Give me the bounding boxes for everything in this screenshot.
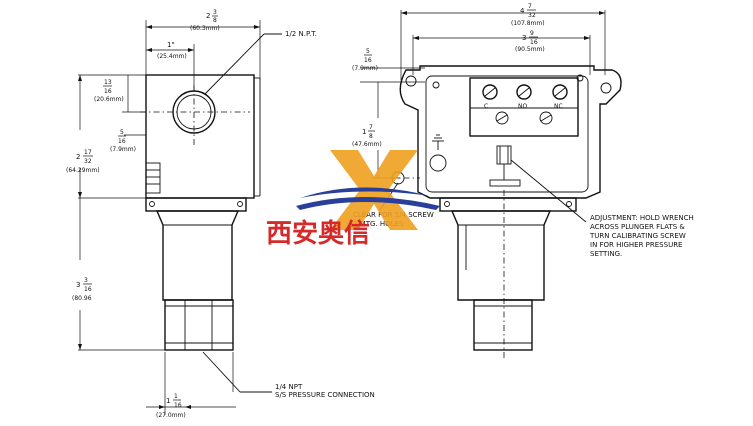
terminal-c: C: [482, 84, 498, 110]
dim-3-3-16-num: 3: [84, 277, 88, 284]
terminal-nc: NC: [552, 84, 568, 110]
terminal-nc-label: NC: [554, 103, 563, 110]
terminal-no-label: NO: [518, 103, 527, 110]
dim-1-7-8-mm: (47.6mm): [352, 141, 382, 148]
dim-total-num: 3: [213, 9, 217, 16]
dim-r-5-16-mm: (7.9mm): [352, 65, 378, 72]
adjustment-line-4: IN FOR HIGHER PRESSURE: [590, 241, 682, 249]
plunger: [496, 145, 512, 165]
dim-5-16-den: 16: [118, 138, 126, 145]
dim-3-9-16-whole: 3: [522, 34, 526, 42]
pressure-fitting: [164, 299, 234, 351]
clearance-label-2: 2 MTG. HOLES: [353, 220, 404, 228]
terminal-block: [469, 77, 579, 137]
watermark-logo: 西安奥信: [266, 150, 440, 249]
terminal-c-label: C: [484, 103, 488, 110]
dim-2-17-32-den: 32: [84, 158, 92, 165]
left-view: 2 3 8 (60.3mm) 1" (25.4mm) 1/2 N.P.T.: [66, 9, 375, 419]
dim-13-16-num: 13: [104, 79, 112, 86]
dim-total-den: 8: [213, 17, 217, 24]
adjustment-line-2: ACROSS PLUNGER FLATS &: [590, 223, 685, 231]
housing-body: [145, 74, 255, 199]
adjustment-line-1: ADJUSTMENT: HOLD WRENCH: [590, 214, 694, 222]
base-flange: [145, 197, 247, 212]
dim-total-mm: (60.3mm): [190, 25, 220, 32]
dim-4-7-32-whole: 4: [520, 7, 525, 15]
dim-5-16-num: 5: [120, 129, 124, 136]
dim-2-17-32-num: 17: [84, 149, 92, 156]
adjustment-line-5: SETTING.: [590, 250, 622, 258]
right-pressure-fitting: [473, 299, 533, 351]
ground-screw: [429, 154, 447, 172]
mounting-hole-right: [600, 82, 612, 94]
pressure-label-2: S/S PRESSURE CONNECTION: [275, 391, 375, 399]
adjustment-line-3: TURN CALIBRATING SCREW: [589, 232, 686, 240]
dim-r-5-16-num: 5: [366, 48, 370, 55]
dim-3-3-16-den: 16: [84, 286, 92, 293]
mounting-hole-top: [405, 75, 417, 87]
dim-total-whole: 2: [206, 12, 210, 20]
enclosure-outline: [399, 65, 622, 199]
dim-r-5-16-den: 16: [364, 57, 372, 64]
dim-1-1-16-whole: 1: [166, 397, 170, 405]
dim-1-7-8-den: 8: [369, 133, 373, 140]
dim-4-7-32-den: 32: [528, 12, 536, 19]
right-view: 4 7 32 (107.8mm) 3 9 16 (90.5mm) 5 16 (7…: [352, 3, 694, 358]
dim-1-1-16-num: 1: [174, 393, 178, 400]
dim-13-16-den: 16: [104, 88, 112, 95]
adjustment-note: ADJUSTMENT: HOLD WRENCH ACROSS PLUNGER F…: [589, 214, 694, 258]
right-base-flange: [439, 197, 577, 212]
dim-4-7-32-mm: (107.8mm): [511, 20, 545, 27]
dim-1-1-16-den: 16: [174, 402, 182, 409]
npt-label: 1/2 N.P.T.: [285, 30, 317, 38]
dim-4-7-32-num: 7: [528, 3, 532, 10]
dim-3-9-16-mm: (90.5mm): [515, 46, 545, 53]
dim-2-17-32-mm: (64.29mm): [66, 167, 100, 174]
watermark-text: 西安奥信: [266, 218, 370, 249]
dim-1-7-8-num: 7: [369, 124, 373, 131]
dim-one-inch: 1": [167, 41, 175, 49]
dim-3-3-16-mm: (80.96: [72, 295, 92, 302]
terminal-no: NO: [516, 84, 532, 110]
dim-3-3-16-whole: 3: [76, 281, 80, 289]
dim-13-16-mm: (20.6mm): [94, 96, 124, 103]
dim-one-inch-mm: (25.4mm): [157, 53, 187, 60]
dim-2-17-32-whole: 2: [76, 153, 80, 161]
dim-5-16-mm: (7.9mm): [110, 146, 136, 153]
right-sensor-body: [450, 210, 552, 301]
dim-3-9-16-num: 9: [530, 30, 534, 37]
dim-1-7-8-whole: 1: [362, 128, 366, 136]
sensor-body: [155, 210, 240, 301]
dim-1-1-16-mm: (27.0mm): [156, 412, 186, 419]
dim-3-9-16-den: 16: [530, 39, 538, 46]
pressure-label-1: 1/4 NPT: [275, 383, 303, 391]
